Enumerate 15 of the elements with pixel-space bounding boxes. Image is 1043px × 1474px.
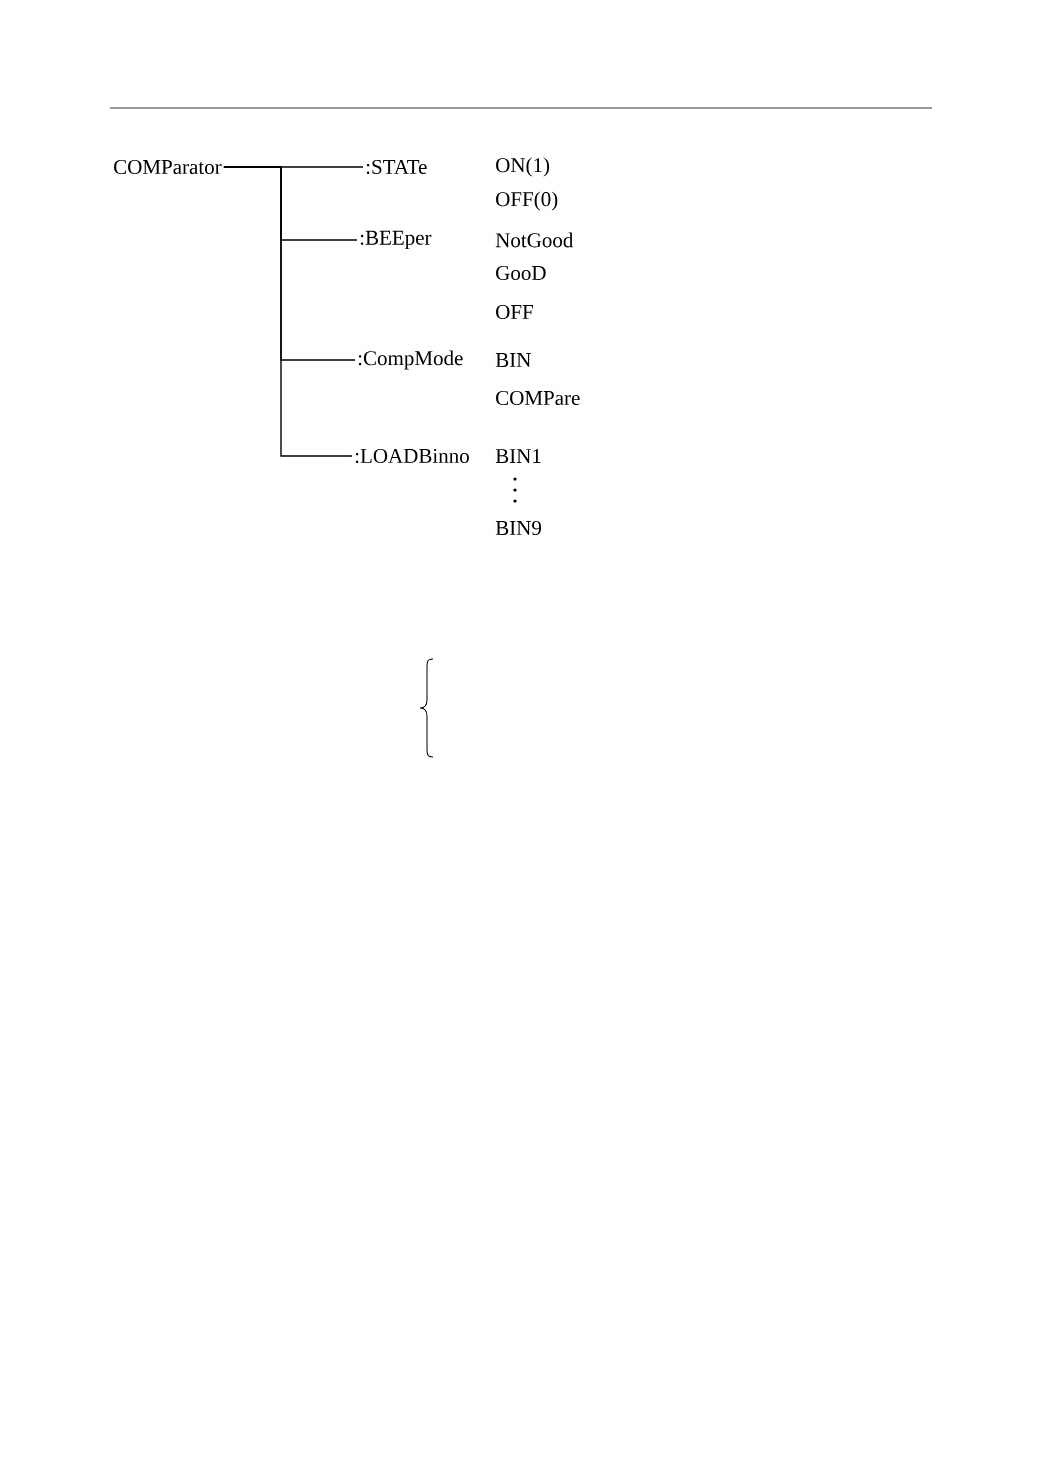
command-label: COMParator (114, 159, 222, 175)
command-label: :LOADBinno (355, 448, 469, 464)
parameter-value: BIN9 (495, 520, 541, 536)
parameter-value: GooD (496, 265, 546, 281)
parameter-value: COMPare (496, 390, 580, 406)
connector-line (223, 166, 353, 457)
parameter-value: OFF(0) (496, 191, 558, 211)
parameter-value: OFF (496, 304, 533, 320)
command-label: :CompMode (358, 350, 463, 370)
parameter-value: BIN (495, 353, 531, 367)
command-label: :BEEper (360, 230, 432, 250)
parameter-value: ON(1) (496, 157, 550, 177)
parameter-value: BIN1 (495, 449, 541, 463)
parameter-value: NotGood (495, 232, 574, 248)
command-label: :STATe (366, 159, 427, 175)
